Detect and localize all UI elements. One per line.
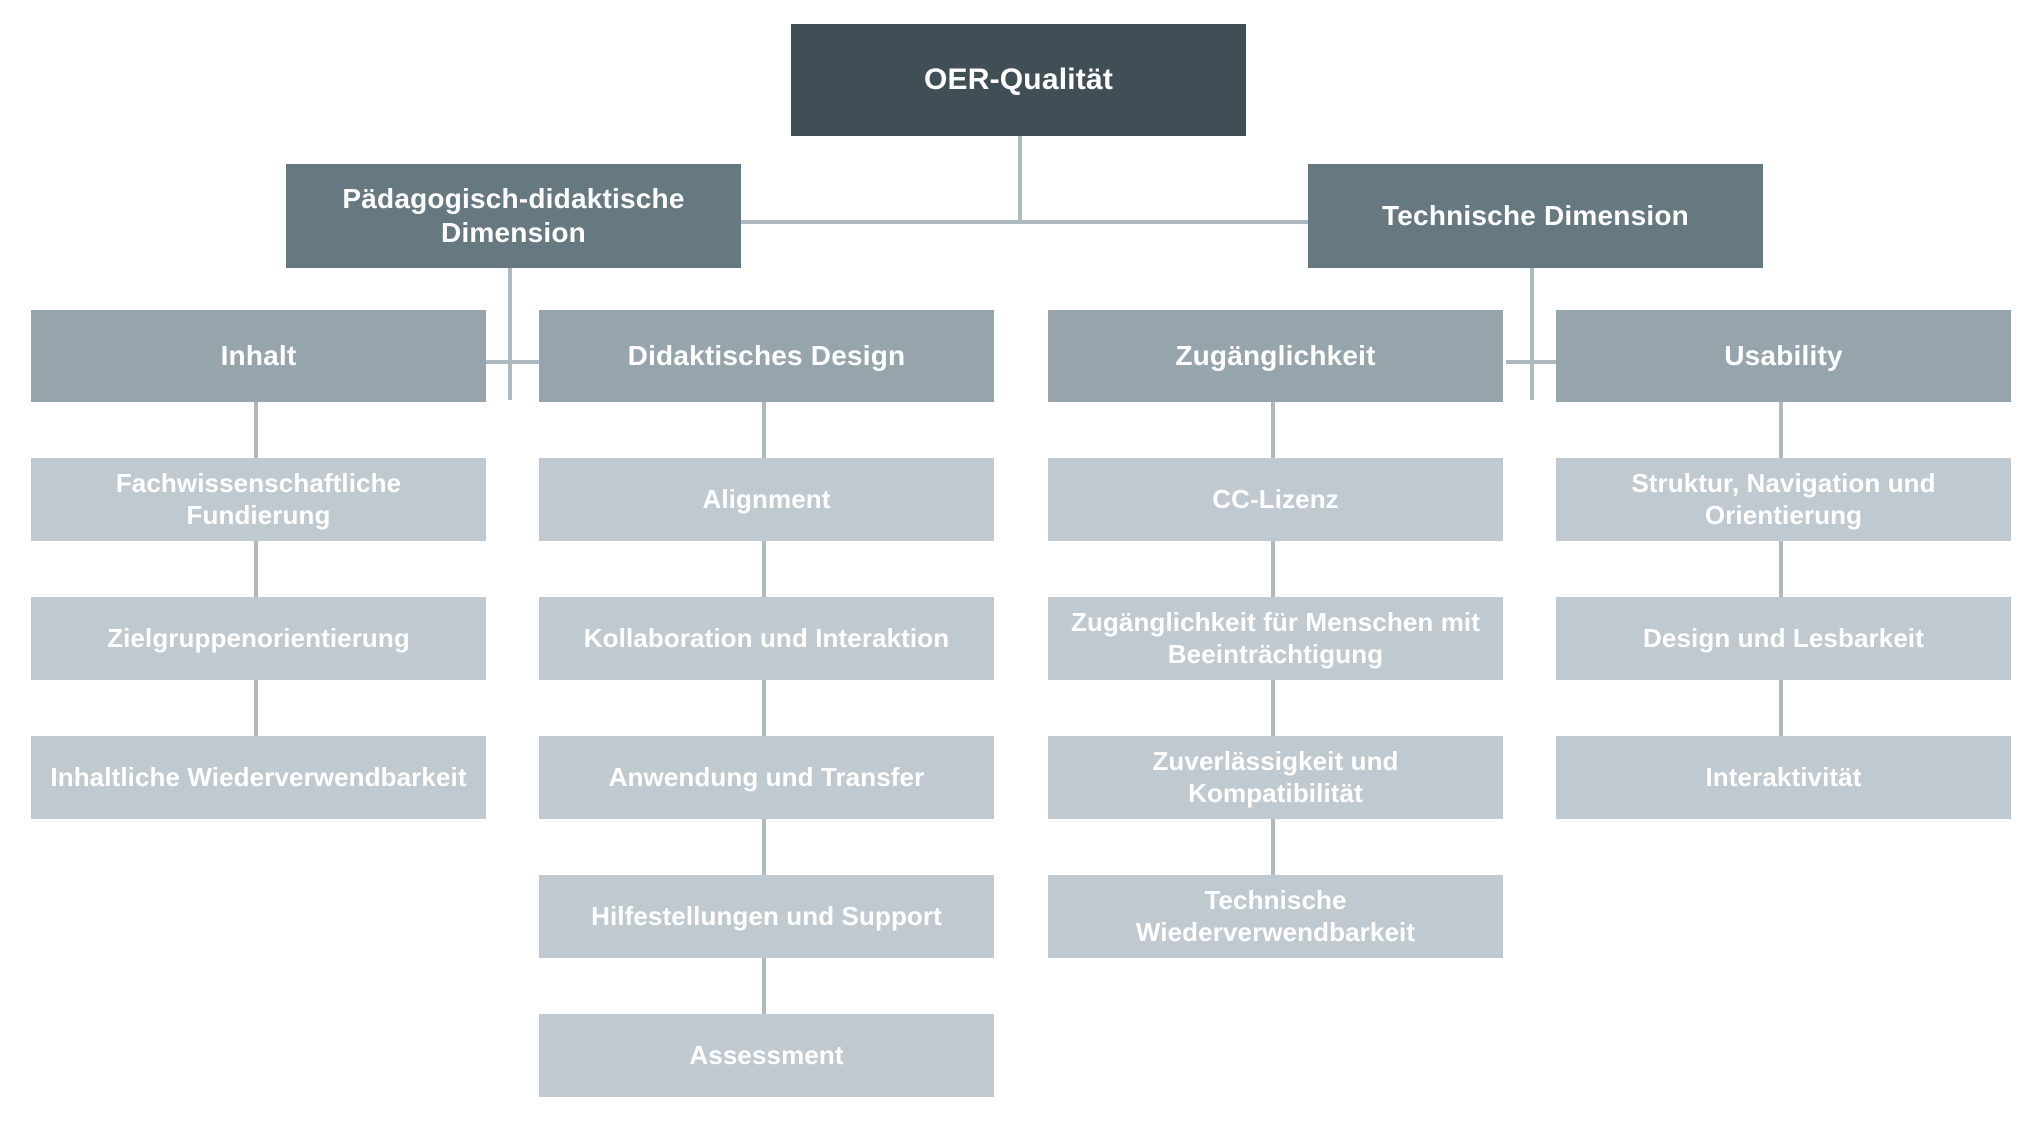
connector-tech-joiner bbox=[1506, 360, 1570, 364]
node-criterion-kollaboration-und-interaktion[interactable]: Kollaboration und Interaktion bbox=[539, 597, 994, 680]
node-criterion-struktur-navigation-und-orientierung[interactable]: Struktur, Navigation und Orientierung bbox=[1556, 458, 2011, 541]
connector-didaktik-5 bbox=[762, 958, 766, 1014]
connector-didaktik-2 bbox=[762, 541, 766, 597]
connector-didaktik-3 bbox=[762, 680, 766, 736]
node-criterion-zugaenglichkeit-fuer-menschen-mit-beeintraechtigung[interactable]: Zugänglichkeit für Menschen mit Beeinträ… bbox=[1048, 597, 1503, 680]
node-criterion-anwendung-und-transfer[interactable]: Anwendung und Transfer bbox=[539, 736, 994, 819]
connector-zugang-1 bbox=[1271, 402, 1275, 458]
node-criterion-zielgruppenorientierung[interactable]: Zielgruppenorientierung bbox=[31, 597, 486, 680]
node-category-zugaenglichkeit[interactable]: Zugänglichkeit bbox=[1048, 310, 1503, 402]
node-criterion-interaktivitaet[interactable]: Interaktivität bbox=[1556, 736, 2011, 819]
node-criterion-inhaltliche-wiederverwendbarkeit[interactable]: Inhaltliche Wiederverwendbarkeit bbox=[31, 736, 486, 819]
node-dimension-paedagogisch-didaktisch[interactable]: Pädagogisch-didaktische Dimension bbox=[286, 164, 741, 268]
node-criterion-hilfestellungen-und-support[interactable]: Hilfestellungen und Support bbox=[539, 875, 994, 958]
connector-usability-3 bbox=[1779, 680, 1783, 736]
node-root-oer-qualitaet[interactable]: OER-Qualität bbox=[791, 24, 1246, 136]
connector-usability-1 bbox=[1779, 402, 1783, 458]
connector-inhalt-3 bbox=[254, 680, 258, 736]
connector-tech-stem bbox=[1530, 268, 1534, 400]
connector-inhalt-2 bbox=[254, 541, 258, 597]
node-criterion-assessment[interactable]: Assessment bbox=[539, 1014, 994, 1097]
node-criterion-zuverlaessigkeit-und-kompatibilitaet[interactable]: Zuverlässigkeit und Kompatibilität bbox=[1048, 736, 1503, 819]
connector-usability-2 bbox=[1779, 541, 1783, 597]
connector-zugang-2 bbox=[1271, 541, 1275, 597]
node-category-inhalt[interactable]: Inhalt bbox=[31, 310, 486, 402]
connector-zugang-3 bbox=[1271, 680, 1275, 736]
node-criterion-design-und-lesbarkeit[interactable]: Design und Lesbarkeit bbox=[1556, 597, 2011, 680]
connector-root-stem bbox=[1018, 136, 1022, 222]
connector-rail-left-stub bbox=[740, 220, 770, 224]
node-category-didaktisches-design[interactable]: Didaktisches Design bbox=[539, 310, 994, 402]
node-dimension-technisch[interactable]: Technische Dimension bbox=[1308, 164, 1763, 268]
connector-inhalt-1 bbox=[254, 402, 258, 458]
connector-paed-joiner bbox=[484, 360, 548, 364]
node-category-usability[interactable]: Usability bbox=[1556, 310, 2011, 402]
connector-didaktik-1 bbox=[762, 402, 766, 458]
connector-paed-stem bbox=[508, 268, 512, 400]
node-criterion-alignment[interactable]: Alignment bbox=[539, 458, 994, 541]
connector-dimension-rail bbox=[740, 220, 1310, 224]
node-criterion-fachwissenschaftliche-fundierung[interactable]: Fachwissenschaftliche Fundierung bbox=[31, 458, 486, 541]
connector-zugang-4 bbox=[1271, 819, 1275, 875]
connector-didaktik-4 bbox=[762, 819, 766, 875]
node-criterion-technische-wiederverwendbarkeit[interactable]: Technische Wiederverwendbarkeit bbox=[1048, 875, 1503, 958]
node-criterion-cc-lizenz[interactable]: CC-Lizenz bbox=[1048, 458, 1503, 541]
